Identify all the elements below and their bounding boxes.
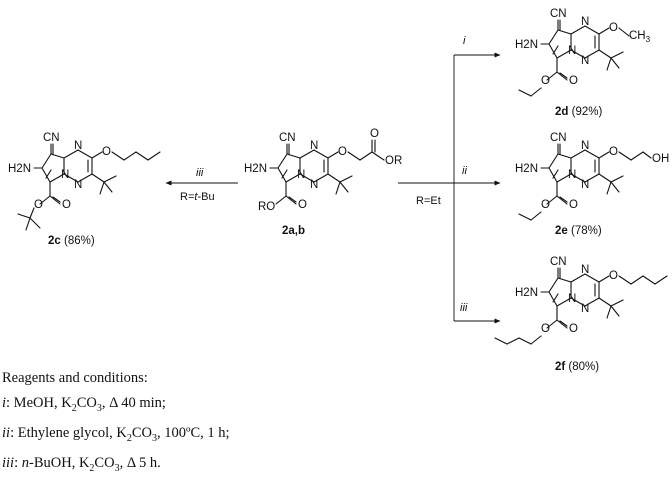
atom-carbonyl-o: O — [569, 199, 578, 211]
atom-carbonyl-o: O — [62, 199, 71, 211]
atom-n-bridge: N — [568, 45, 576, 57]
compound-2ab: CN H2N N N N O RO O O OR 2a,b — [244, 128, 402, 237]
atom-carbonyl-o: O — [569, 323, 578, 335]
atom-ether-o: O — [609, 270, 618, 282]
atom-nitrile: CN — [43, 132, 60, 144]
condition-ii: ii — [462, 165, 467, 177]
atom-amino: H2N — [8, 163, 31, 175]
condition-iii-left: iii — [196, 167, 204, 179]
compound-2c: CN H2N N N N O O O 2c (86%) — [8, 132, 161, 247]
atom-ether-o: O — [102, 146, 111, 158]
branch-arrows: i ii iii R=Et — [398, 35, 501, 324]
atom-n1: N — [581, 55, 589, 67]
atom-ether-o: O — [609, 22, 618, 34]
atom-nitrile: CN — [550, 256, 567, 268]
condition-line-i: i: MeOH, K2CO3, Δ 40 min; — [2, 395, 166, 414]
atom-n1: N — [581, 303, 589, 315]
atom-hydroxyl: OH — [652, 153, 669, 165]
atom-ester-o: O — [541, 75, 550, 87]
compound-2d: CN H2N N N N O O O CH3 2d (92%) — [515, 8, 651, 118]
atom-carbonyl-o: O — [298, 199, 307, 211]
condition-line-iii: iii: n-BuOH, K2CO3, Δ 5 h. — [2, 454, 161, 474]
atom-ester-r: RO — [258, 201, 275, 213]
compound-label-2f: 2f (80%) — [555, 361, 599, 373]
atom-nitrile: CN — [279, 132, 296, 144]
atom-ether-o: O — [338, 146, 347, 158]
reagents-and-conditions: Reagents and conditions: i: MeOH, K2CO3,… — [2, 366, 662, 481]
condition-iii-right: iii — [460, 302, 468, 314]
atom-ester-o: O — [541, 323, 550, 335]
atom-ester-or: OR — [385, 155, 402, 167]
atom-n-bridge: N — [61, 169, 69, 181]
r-et-label: R=Et — [416, 195, 441, 207]
atom-n4: N — [581, 264, 589, 276]
compound-label-2c: 2c (86%) — [48, 235, 95, 247]
condition-line-ii: ii: Ethylene glycol, K2CO3, 100ºC, 1 h; — [2, 424, 230, 444]
atom-carbonyl-o: O — [569, 75, 578, 87]
r-tbu-label: R=t-Bu — [180, 191, 215, 203]
atom-n1: N — [310, 179, 318, 191]
compound-2f: CN H2N N N N O O O 2f (80%) — [494, 256, 668, 373]
atom-acid-o: O — [370, 128, 379, 140]
atom-n4: N — [74, 140, 82, 152]
atom-ester-o: O — [541, 199, 550, 211]
compound-label-2e: 2e (78%) — [555, 225, 602, 237]
atom-n1: N — [74, 179, 82, 191]
compound-label-2d: 2d (92%) — [555, 106, 602, 118]
atom-n-bridge: N — [568, 169, 576, 181]
atom-ether-o: O — [609, 146, 618, 158]
atom-n4: N — [581, 140, 589, 152]
atom-ester-o: O — [34, 199, 43, 211]
atom-amino: H2N — [515, 163, 538, 175]
atom-n4: N — [581, 16, 589, 28]
condition-i: i — [463, 35, 466, 47]
reagents-heading: Reagents and conditions: — [2, 370, 148, 386]
atom-n-bridge: N — [568, 293, 576, 305]
atom-n4: N — [310, 140, 318, 152]
compound-2e: CN H2N N N N O O O OH 2e (78%) — [515, 132, 669, 237]
atom-nitrile: CN — [550, 8, 567, 20]
atom-n1: N — [581, 179, 589, 191]
compound-label-2ab: 2a,b — [282, 225, 305, 237]
atom-n-bridge: N — [297, 169, 305, 181]
atom-amino: H2N — [244, 163, 267, 175]
arrow-to-2c: iii R=t-Bu — [165, 167, 238, 203]
atom-amino: H2N — [515, 287, 538, 299]
atom-methyl: CH3 — [629, 30, 651, 44]
atom-nitrile: CN — [550, 132, 567, 144]
atom-amino: H2N — [515, 39, 538, 51]
